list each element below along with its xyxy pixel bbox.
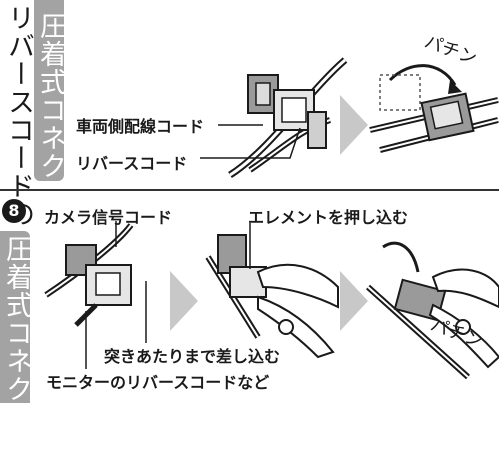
pliers-press-illustration [205, 234, 339, 359]
top-panel: リバースコードの 圧着式コネクター 車両側配線コード リバースコード パチン [0, 0, 499, 236]
top-side-tab [34, 0, 64, 181]
vehicle-wire-label: 車両側配線コード [76, 117, 205, 136]
monitor-cord-label: モニターのリバースコードなど [46, 373, 270, 392]
bottom-panel: 8 圧着式コネクター カメラ信号コード エレメントを押し込む [0, 189, 499, 459]
vehicle-wire-leader [218, 124, 263, 126]
connector-open-illustration [228, 57, 348, 178]
step-arrow-top [340, 95, 368, 155]
step-number-badge: 8 [2, 199, 26, 223]
bottom-tab-text: 圧着式コネクター [1, 235, 32, 459]
insert-fully-leader [145, 281, 147, 343]
camera-cord-leader [115, 221, 117, 247]
step-arrow-right [340, 271, 368, 331]
monitor-cord-leader [85, 311, 87, 369]
reverse-cord-label: リバースコード [76, 154, 188, 173]
push-element-leader [249, 223, 251, 269]
camera-cord-label: カメラ信号コード [44, 208, 173, 227]
bottom-side-tab [0, 231, 30, 403]
insert-fully-label: 突きあたりまで差し込む [104, 347, 281, 366]
top-tab-text-inner: 圧着式コネクター [35, 12, 66, 236]
push-element-label: エレメントを押し込む [248, 208, 409, 227]
pliers-clamp-illustration [365, 241, 499, 380]
reverse-cord-leader [200, 127, 301, 159]
step-arrow-left [170, 271, 198, 331]
connector-closing-illustration [369, 64, 499, 153]
connector-insert-illustration [44, 223, 134, 327]
